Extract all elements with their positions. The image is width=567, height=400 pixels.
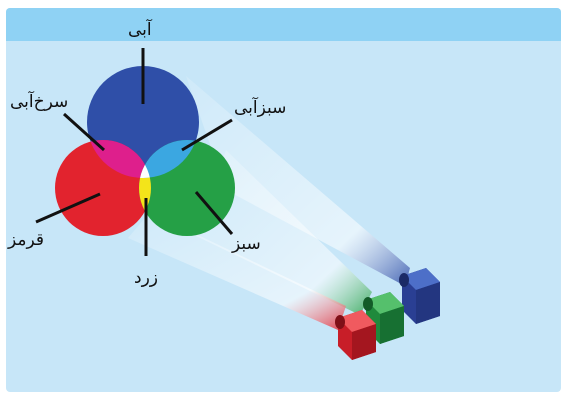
label-yellow: زرد xyxy=(134,270,158,287)
diagram-panel: آبی سرخ‌آبی سبزآبی قرمز سبز زرد xyxy=(6,8,561,392)
label-magenta: سرخ‌آبی xyxy=(10,94,68,111)
blue-projector xyxy=(399,268,440,324)
color-mixing-diagram xyxy=(6,8,561,392)
label-blue: آبی xyxy=(128,22,152,39)
label-red: قرمز xyxy=(8,232,44,249)
label-green: سبز xyxy=(232,236,261,253)
label-cyan: سبزآبی xyxy=(234,100,286,117)
